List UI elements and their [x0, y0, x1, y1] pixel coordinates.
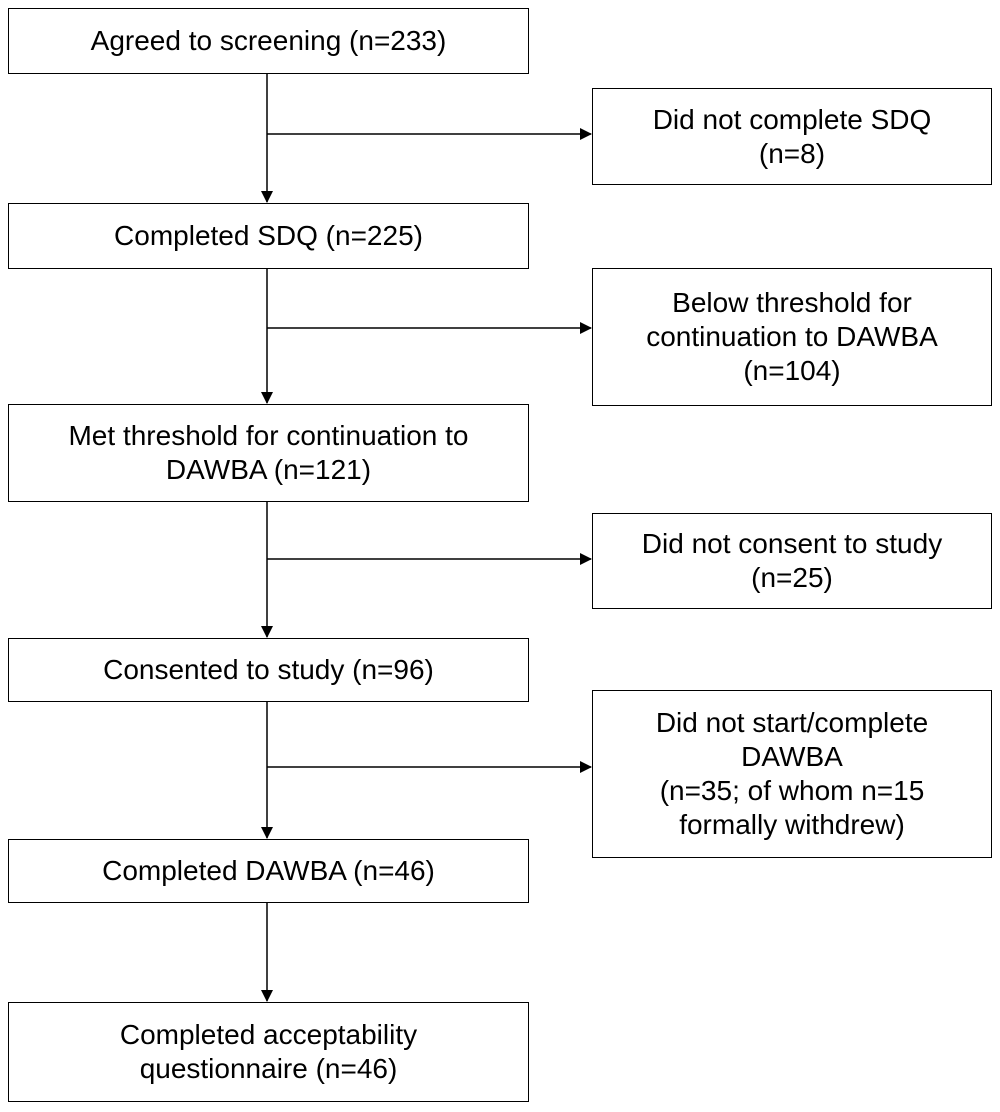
box-label: Completed SDQ (n=225)	[114, 220, 423, 251]
did-not-complete-sdq-box: Did not complete SDQ (n=8)	[592, 88, 992, 185]
box-label: Did not start/complete DAWBA (n=35; of w…	[655, 707, 929, 840]
consented-to-study-box: Consented to study (n=96)	[8, 638, 529, 702]
box-label: Below threshold for continuation to DAWB…	[646, 287, 938, 386]
completed-acceptability-box: Completed acceptability questionnaire (n…	[8, 1002, 529, 1102]
completed-dawba-box: Completed DAWBA (n=46)	[8, 839, 529, 903]
box-label: Completed acceptability questionnaire (n…	[119, 1019, 418, 1084]
did-not-consent-box: Did not consent to study (n=25)	[592, 513, 992, 609]
box-label: Agreed to screening (n=233)	[90, 25, 447, 56]
agreed-to-screening-box: Agreed to screening (n=233)	[8, 8, 529, 74]
box-label: Did not consent to study (n=25)	[641, 528, 943, 593]
completed-sdq-box: Completed SDQ (n=225)	[8, 203, 529, 269]
met-threshold-box: Met threshold for continuation to DAWBA …	[8, 404, 529, 502]
did-not-complete-dawba-box: Did not start/complete DAWBA (n=35; of w…	[592, 690, 992, 858]
box-label: Met threshold for continuation to DAWBA …	[68, 420, 469, 485]
below-threshold-box: Below threshold for continuation to DAWB…	[592, 268, 992, 406]
box-label: Did not complete SDQ (n=8)	[652, 103, 932, 169]
box-label: Completed DAWBA (n=46)	[102, 855, 435, 886]
box-label: Consented to study (n=96)	[103, 654, 434, 685]
